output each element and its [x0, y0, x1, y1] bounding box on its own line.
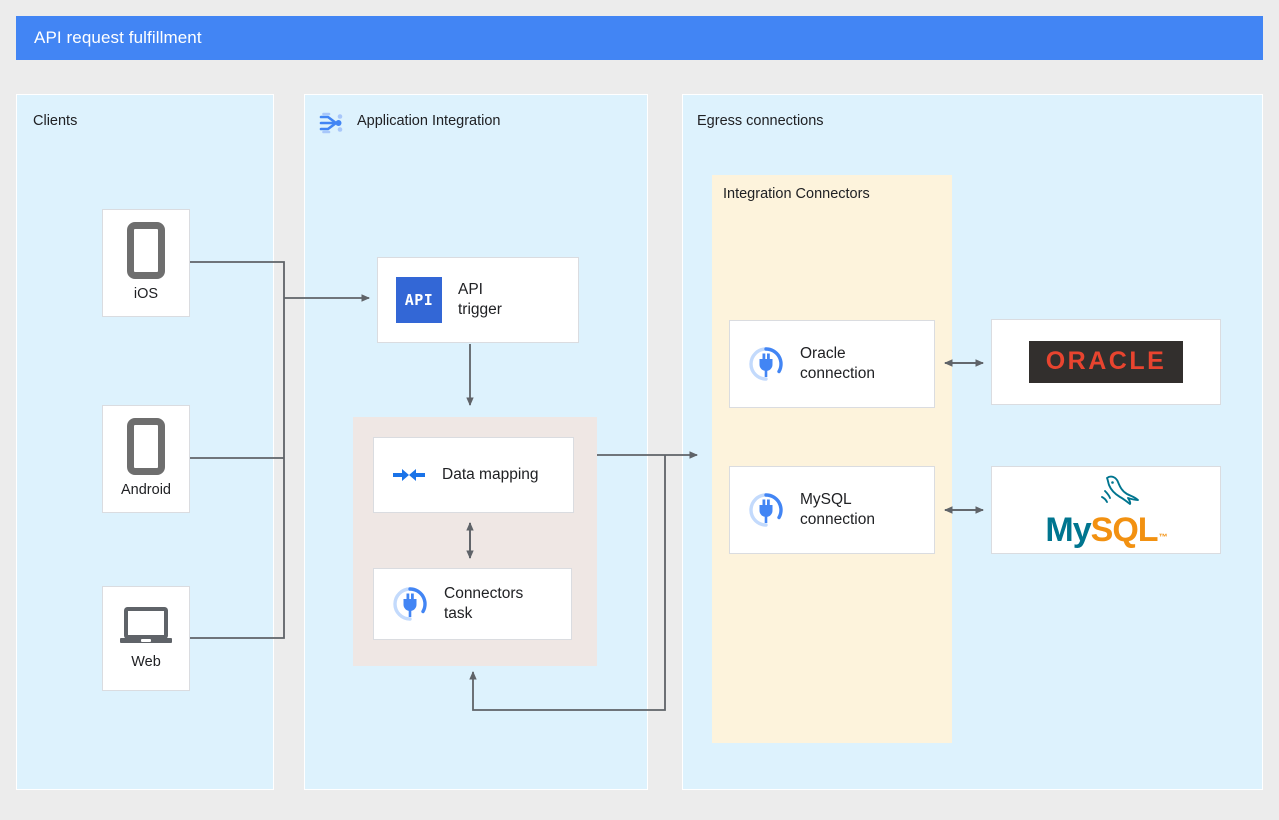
node-mysql-connection[interactable]: MySQL connection	[729, 466, 935, 554]
lane-label-clients: Clients	[33, 113, 78, 129]
page-title: API request fulfillment	[34, 28, 202, 47]
connectors-plug-icon	[748, 346, 784, 382]
node-label-web: Web	[131, 653, 161, 670]
node-label-data-mapping: Data mapping	[442, 465, 539, 483]
node-label-android: Android	[121, 481, 171, 498]
diagram-title-bar: API request fulfillment	[16, 16, 1263, 60]
phone-icon	[127, 417, 165, 475]
node-android[interactable]: Android	[102, 405, 190, 513]
node-label-mysql-connection: MySQL connection	[800, 490, 875, 528]
lane-label-application-integration: Application Integration	[357, 113, 501, 129]
phone-icon	[127, 221, 165, 279]
oracle-logo: ORACLE	[1028, 341, 1184, 383]
node-label-connectors-task: Connectors task	[444, 584, 524, 622]
node-ios[interactable]: iOS	[102, 209, 190, 317]
api-badge-icon: API	[396, 277, 442, 323]
node-label-oracle-connection: Oracle connection	[800, 344, 875, 382]
node-data-mapping[interactable]: Data mapping	[373, 437, 574, 513]
connectors-plug-icon	[392, 586, 428, 622]
data-mapping-icon	[392, 463, 426, 487]
mysql-dolphin-icon	[1101, 475, 1139, 505]
node-connectors-task[interactable]: Connectors task	[373, 568, 572, 640]
node-oracle-system[interactable]: ORACLE	[991, 319, 1221, 405]
mysql-wordmark-sql: SQL	[1090, 511, 1159, 549]
lane-label-egress-connections: Egress connections	[697, 113, 824, 129]
node-oracle-connection[interactable]: Oracle connection	[729, 320, 935, 408]
node-api-trigger[interactable]: API API trigger	[377, 257, 579, 343]
laptop-icon	[118, 605, 174, 647]
node-label-api-trigger: API trigger	[458, 280, 502, 318]
node-label-ios: iOS	[133, 285, 159, 302]
connectors-plug-icon	[748, 492, 784, 528]
mysql-wordmark-tm: ™	[1158, 532, 1168, 542]
mysql-wordmark-my: My	[1045, 511, 1091, 549]
group-label-integration-connectors: Integration Connectors	[723, 186, 870, 202]
group-integration-connectors	[712, 175, 952, 743]
application-integration-icon	[317, 108, 347, 138]
node-web[interactable]: Web	[102, 586, 190, 691]
